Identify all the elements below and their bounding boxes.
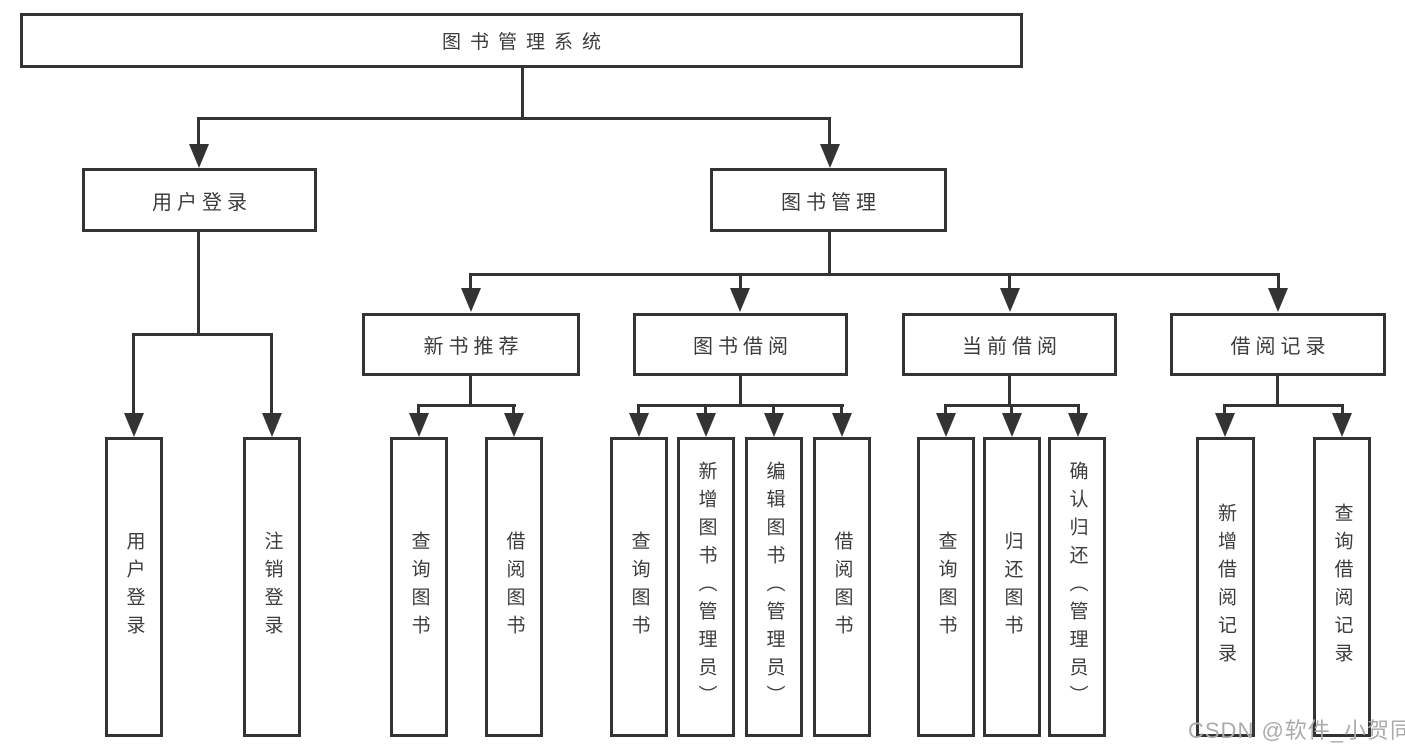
connector-line xyxy=(828,117,831,150)
arrow-down-icon xyxy=(262,413,282,437)
node-borrowing-records: 借阅记录 xyxy=(1170,313,1386,376)
node-current-borrowing: 当前借阅 xyxy=(902,313,1117,376)
connector-line xyxy=(1276,376,1279,407)
arrow-down-icon xyxy=(409,413,429,437)
arrow-down-icon xyxy=(124,413,144,437)
connector-line xyxy=(1223,404,1344,407)
node-borrowing-records-label: 借阅记录 xyxy=(1230,336,1331,358)
arrow-down-icon xyxy=(696,413,716,437)
node-new-book-recommend: 新书推荐 xyxy=(362,313,580,376)
leaf-nb-borrow-books: 借阅图书 xyxy=(485,437,543,737)
connector-line xyxy=(828,232,831,276)
watermark: CSDN @软件_小贺同学 xyxy=(1188,718,1405,743)
leaf-bb-query-books: 查询图书 xyxy=(610,437,668,737)
arrow-down-icon xyxy=(936,413,956,437)
connector-line xyxy=(1008,273,1011,293)
connector-line xyxy=(739,376,742,407)
connector-line xyxy=(944,404,947,418)
connector-line xyxy=(772,404,775,418)
connector-line xyxy=(1341,404,1344,418)
connector-line xyxy=(1277,273,1280,293)
node-library-system: 图书管理系统 xyxy=(20,13,1023,68)
arrow-down-icon xyxy=(1068,413,1088,437)
node-book-borrowing: 图书借阅 xyxy=(633,313,848,376)
leaf-user-login-label: 用户登录 xyxy=(123,531,145,643)
connector-line xyxy=(197,117,200,150)
node-book-borrowing-label: 图书借阅 xyxy=(693,336,793,358)
leaf-rec-add-record-label: 新增借阅记录 xyxy=(1215,503,1236,671)
leaf-cb-confirm-return-admin: 确认归还（管理员） xyxy=(1048,437,1106,737)
leaf-cb-query-books-label: 查询图书 xyxy=(935,531,957,643)
connector-line xyxy=(1010,404,1013,418)
connector-line xyxy=(197,232,200,336)
leaf-nb-query-books-label: 查询图书 xyxy=(408,531,430,643)
leaf-cb-confirm-return-admin-label: 确认归还（管理员） xyxy=(1066,461,1088,713)
connector-line xyxy=(197,117,831,120)
connector-line xyxy=(132,333,135,417)
leaf-bb-edit-books-admin: 编辑图书（管理员） xyxy=(745,437,803,737)
arrow-down-icon xyxy=(504,413,524,437)
arrow-down-icon xyxy=(461,288,481,312)
connector-line xyxy=(1223,404,1226,418)
connector-line xyxy=(521,68,524,117)
node-book-management: 图书管理 xyxy=(710,168,947,232)
leaf-cb-query-books: 查询图书 xyxy=(917,437,975,737)
leaf-rec-add-record: 新增借阅记录 xyxy=(1196,437,1255,737)
leaf-logout-label: 注销登录 xyxy=(261,531,283,643)
arrow-down-icon xyxy=(730,288,750,312)
arrow-down-icon xyxy=(1002,413,1022,437)
arrow-down-icon xyxy=(820,144,840,168)
node-library-system-label: 图书管理系统 xyxy=(441,32,610,53)
node-book-management-label: 图书管理 xyxy=(781,191,881,214)
connector-line xyxy=(637,404,640,418)
leaf-bb-borrow-books-label: 借阅图书 xyxy=(831,531,853,643)
leaf-bb-add-books-admin-label: 新增图书（管理员） xyxy=(695,461,717,713)
connector-line xyxy=(704,404,707,418)
arrow-down-icon xyxy=(1268,288,1288,312)
leaf-cb-return-books-label: 归还图书 xyxy=(1001,531,1023,643)
arrow-down-icon xyxy=(764,413,784,437)
leaf-rec-query-record: 查询借阅记录 xyxy=(1313,437,1371,737)
arrow-down-icon xyxy=(1000,288,1020,312)
node-current-borrowing-label: 当前借阅 xyxy=(962,336,1062,358)
node-user-login-label: 用户登录 xyxy=(152,191,252,214)
arrow-down-icon xyxy=(629,413,649,437)
connector-line xyxy=(1008,376,1011,407)
connector-line xyxy=(270,333,273,417)
connector-line xyxy=(469,273,472,293)
connector-line xyxy=(417,404,516,407)
leaf-bb-query-books-label: 查询图书 xyxy=(628,531,650,643)
leaf-nb-query-books: 查询图书 xyxy=(390,437,448,737)
leaf-bb-add-books-admin: 新增图书（管理员） xyxy=(677,437,735,737)
leaf-logout: 注销登录 xyxy=(243,437,301,737)
leaf-nb-borrow-books-label: 借阅图书 xyxy=(503,531,525,643)
connector-line xyxy=(637,404,844,407)
connector-line xyxy=(469,376,472,407)
leaf-rec-query-record-label: 查询借阅记录 xyxy=(1331,503,1353,671)
node-new-book-recommend-label: 新书推荐 xyxy=(423,336,524,358)
leaf-bb-borrow-books: 借阅图书 xyxy=(813,437,871,737)
connector-line xyxy=(840,404,843,418)
connector-line xyxy=(1077,404,1080,418)
leaf-bb-edit-books-admin-label: 编辑图书（管理员） xyxy=(763,461,785,713)
connector-line xyxy=(132,333,273,336)
arrow-down-icon xyxy=(1332,413,1352,437)
node-user-login: 用户登录 xyxy=(82,168,317,232)
connector-line xyxy=(417,404,420,418)
connector-line xyxy=(512,404,515,418)
connector-line xyxy=(739,273,742,293)
arrow-down-icon xyxy=(1215,413,1235,437)
arrow-down-icon xyxy=(832,413,852,437)
leaf-user-login: 用户登录 xyxy=(105,437,163,737)
arrow-down-icon xyxy=(189,144,209,168)
connector-line xyxy=(469,273,1280,276)
leaf-cb-return-books: 归还图书 xyxy=(983,437,1041,737)
